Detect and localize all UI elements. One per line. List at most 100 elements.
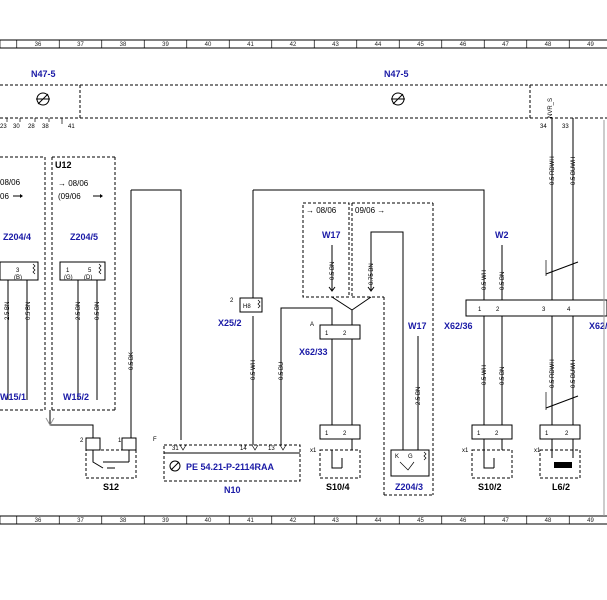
n10-label: N10 — [224, 485, 241, 495]
z204-4-pin-3: 3 — [16, 268, 20, 274]
x62-33-pin-a: A — [310, 322, 314, 328]
w15-2-label: W15/2 — [63, 392, 89, 402]
bottom-ruler-number: 46 — [460, 518, 467, 524]
z204-5-pin-g: (G) — [64, 275, 73, 281]
wire-z204-4-bn-1: 2.5 BN — [5, 302, 11, 320]
wire-buwh-bottom: 0.5 BUWH — [571, 360, 577, 388]
n10-control-icon — [169, 460, 181, 472]
s10-2-component: x1 1 2 S10/2 — [462, 424, 513, 492]
top-ruler-number: 37 — [77, 42, 84, 48]
bus-pin-33: 33 — [562, 124, 569, 130]
z204-5-pin-d: (D) — [84, 275, 92, 281]
n10-reference: PE 54.21-P-2114RAA — [186, 462, 275, 472]
bottom-ruler-number: 42 — [290, 518, 297, 524]
top-ruler-number: 36 — [35, 42, 42, 48]
left-module-fragment: 08/06 06 Z204/4 3 (B) 2.5 BN 0.5 BN W15/… — [0, 156, 46, 411]
s12-component: 0.5 BK 2 1 S12 — [80, 189, 182, 492]
x62-36-pin-3: 3 — [542, 307, 546, 313]
variant-date-0906: 09/06 → — [355, 206, 385, 215]
x62-33-label: X62/33 — [299, 347, 328, 357]
x62-33-pin-1: 1 — [325, 331, 329, 337]
wire-s12-bk: 0.5 BK — [129, 352, 135, 370]
bottom-ruler-number: 39 — [162, 518, 169, 524]
n10-pin-13: 13 — [268, 446, 275, 452]
wire-z204-5-bn-1: 2.5 BN — [76, 302, 82, 320]
z204-5-label: Z204/5 — [70, 232, 98, 242]
w17-label-a: W17 — [322, 230, 341, 240]
n47-5-label-right: N47-5 — [384, 69, 409, 79]
s10-2-pin-1: 1 — [477, 431, 481, 437]
top-ruler-number: 43 — [332, 42, 339, 48]
u12-label: U12 — [55, 160, 72, 170]
n47-5-bus: N47-5 N47-5 23 30 28 38 41 34 33 NVR_S — [0, 69, 607, 130]
control-unit-icon-right — [391, 92, 405, 106]
wire-rdwh-bottom: 0.5 RDWH — [550, 359, 556, 388]
z204-4-pin-b: (B) — [14, 275, 22, 281]
nvr-signal-tag: NVR_S — [548, 98, 554, 118]
l6-2-pin-1: 1 — [545, 431, 549, 437]
wire-w17b-bn: 2.5 BN — [416, 387, 422, 405]
wire-x62-36-wh-top: 0.5 WH — [482, 270, 488, 290]
u12-date-to: (09/06 — [58, 192, 81, 201]
wire-x62-36-wh: 0.5 WH — [482, 365, 488, 385]
x25-2-connector: 2 H8 X25/2 — [218, 297, 263, 328]
s10-4-pin-1: 1 — [325, 431, 329, 437]
l6-2-pin-2: 2 — [565, 431, 569, 437]
top-ruler-number: 40 — [205, 42, 212, 48]
bottom-ruler-number: 41 — [247, 518, 254, 524]
x62-33-connector: A 1 2 X62/33 — [299, 322, 361, 425]
n10-pin-31: 31 — [172, 446, 179, 452]
s10-2-label: S10/2 — [478, 482, 502, 492]
bus-pin-23: 23 — [0, 124, 7, 130]
x62-33-pin-2: 2 — [343, 331, 347, 337]
variant-box-0806: → 08/06 W17 0.5 BN — [302, 202, 350, 298]
top-ruler-number: 48 — [545, 42, 552, 48]
wire-075-bn: 0.75 BN — [369, 263, 375, 285]
x62-36-pin-1: 1 — [478, 307, 482, 313]
control-unit-icon-left — [36, 92, 50, 106]
bus-pin-38: 38 — [42, 124, 49, 130]
z204-5-pin-1: 1 — [66, 268, 70, 274]
z204-3-label: Z204/3 — [395, 482, 423, 492]
z204-5-pin-5: 5 — [88, 268, 92, 274]
date-0806-left: 08/06 — [0, 178, 21, 187]
bus-pin-41: 41 — [68, 124, 75, 130]
top-ruler-number: 45 — [417, 42, 424, 48]
wire-x62-36-bn: 0.5 BN — [500, 367, 506, 385]
sensor-wires: 0.5 RDWH 0.5 BUWH 0.5 RDWH 0.5 BUWH — [545, 118, 579, 425]
l6-2-label: L6/2 — [552, 482, 570, 492]
bottom-ruler-number: 36 — [35, 518, 42, 524]
wire-n10-bu: 0.5 BU — [279, 362, 285, 380]
s12-pin-1: 1 — [118, 438, 122, 444]
bottom-ruler-number: 44 — [375, 518, 382, 524]
top-ruler-number: 46 — [460, 42, 467, 48]
top-ruler-number: 38 — [120, 42, 127, 48]
w2-label: W2 — [495, 230, 509, 240]
s12-label: S12 — [103, 482, 119, 492]
z204-3-component: K G Z204/3 — [390, 449, 430, 492]
bottom-ruler-number: 47 — [502, 518, 509, 524]
top-ruler-number: 42 — [290, 42, 297, 48]
x62-36-pin-2: 2 — [496, 307, 500, 313]
s12-pin-2: 2 — [80, 438, 84, 444]
bottom-ruler-number: 49 — [587, 518, 594, 524]
x62-right-label: X62/ — [589, 321, 607, 331]
top-ruler-number: 49 — [587, 42, 594, 48]
s10-4-label: S10/4 — [326, 482, 350, 492]
bottom-ruler-number: 38 — [120, 518, 127, 524]
bottom-ruler-number: 45 — [417, 518, 424, 524]
bus-pin-30: 30 — [13, 124, 20, 130]
u12-module: U12 → 08/06 (09/06 Z204/5 1 (G) 5 (D) 2.… — [51, 156, 116, 411]
wire-buwh-top: 0.5 BUWH — [571, 157, 577, 185]
s10-4-component: x1 1 2 S10/4 — [310, 424, 361, 492]
date-06-left: 06 — [0, 192, 9, 201]
inductive-sensor-icon — [554, 462, 572, 468]
x25-2-pin-2: 2 — [230, 298, 234, 304]
s10-2-x1: x1 — [462, 448, 469, 454]
top-ruler-number: 39 — [162, 42, 169, 48]
l6-2-component: x1 1 2 L6/2 — [534, 424, 581, 492]
x25-2-pin-h8: H8 — [243, 304, 251, 310]
top-ruler-number: 47 — [502, 42, 509, 48]
w17-label-b: W17 — [408, 321, 427, 331]
